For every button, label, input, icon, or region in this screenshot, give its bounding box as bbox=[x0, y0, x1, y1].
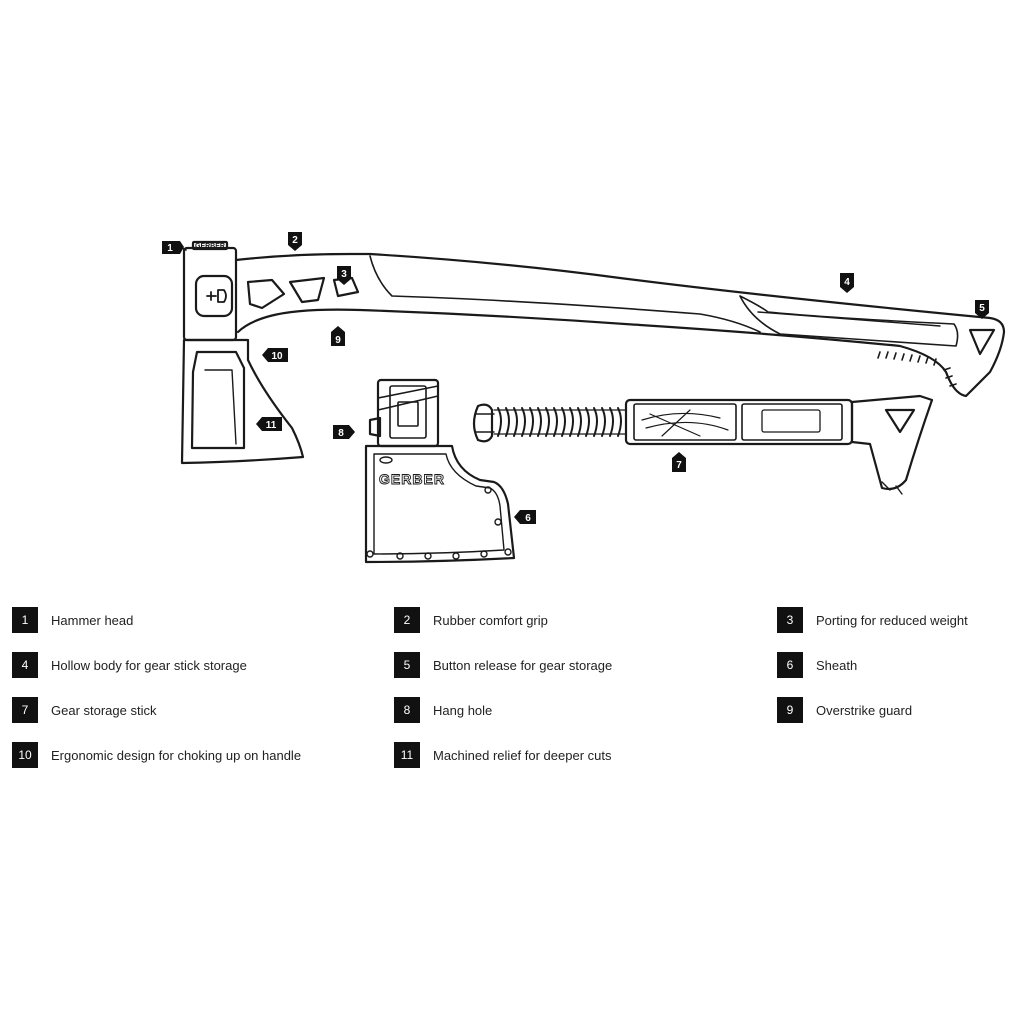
svg-text:8: 8 bbox=[338, 428, 344, 439]
svg-text:2: 2 bbox=[292, 235, 298, 246]
legend-number: 11 bbox=[394, 742, 420, 768]
legend-label: Hang hole bbox=[433, 702, 493, 718]
rubber-grip bbox=[739, 295, 959, 347]
legend-number: 5 bbox=[394, 652, 420, 678]
svg-text:6: 6 bbox=[525, 513, 531, 524]
svg-text:5: 5 bbox=[979, 303, 985, 314]
legend-number: 6 bbox=[777, 652, 803, 678]
callout-2: 2 bbox=[288, 232, 302, 251]
legend-number: 9 bbox=[777, 697, 803, 723]
porting-2 bbox=[288, 276, 326, 304]
porting-1 bbox=[246, 278, 286, 310]
legend-label: Sheath bbox=[816, 657, 858, 673]
gerber-logo-icon bbox=[206, 289, 227, 303]
legend-label: Button release for gear storage bbox=[433, 657, 613, 673]
stick-button-icon bbox=[884, 408, 916, 434]
axe-handle bbox=[234, 252, 1006, 398]
svg-text:10: 10 bbox=[271, 351, 283, 362]
callout-9: 9 bbox=[331, 326, 345, 346]
callout-10: 10 bbox=[262, 348, 288, 362]
legend-number: 2 bbox=[394, 607, 420, 633]
callout-5: 5 bbox=[975, 300, 989, 319]
sheath-brand-text: GERBER bbox=[379, 471, 445, 487]
stick-cap bbox=[472, 403, 494, 443]
machined-relief bbox=[190, 350, 246, 450]
callout-7: 7 bbox=[672, 452, 686, 472]
legend-number: 3 bbox=[777, 607, 803, 633]
gear-storage-stick bbox=[472, 394, 934, 495]
legend-label: Hollow body for gear stick storage bbox=[51, 657, 247, 673]
head-brand-text: GERBER bbox=[195, 243, 225, 250]
sheath bbox=[364, 378, 516, 564]
legend-item-4: 4 Hollow body for gear stick storage bbox=[12, 652, 247, 678]
legend-item-1: 1 Hammer head bbox=[12, 607, 133, 633]
legend-item-3: 3 Porting for reduced weight bbox=[777, 607, 968, 633]
axe-blade bbox=[180, 338, 305, 465]
callout-3: 3 bbox=[337, 266, 351, 285]
legend-label: Ergonomic design for choking up on handl… bbox=[51, 747, 302, 763]
legend-label: Machined relief for deeper cuts bbox=[433, 747, 612, 763]
callout-6: 6 bbox=[514, 510, 536, 524]
legend-label: Hammer head bbox=[51, 612, 134, 628]
callout-8: 8 bbox=[333, 425, 355, 439]
legend-label: Gear storage stick bbox=[51, 702, 157, 718]
legend-number: 10 bbox=[12, 742, 38, 768]
svg-text:4: 4 bbox=[844, 277, 850, 288]
stick-tail bbox=[850, 394, 934, 491]
hammer-head-cap bbox=[191, 240, 229, 251]
legend-number: 1 bbox=[12, 607, 38, 633]
callout-11: 11 bbox=[256, 417, 282, 431]
legend-number: 7 bbox=[12, 697, 38, 723]
sheath-strap bbox=[377, 385, 439, 411]
legend-item-8: 8 Hang hole bbox=[394, 697, 492, 723]
legend-number: 4 bbox=[12, 652, 38, 678]
svg-text:7: 7 bbox=[676, 460, 682, 471]
svg-text:9: 9 bbox=[335, 335, 341, 346]
legend-item-5: 5 Button release for gear storage bbox=[394, 652, 612, 678]
legend-item-2: 2 Rubber comfort grip bbox=[394, 607, 548, 633]
legend-item-11: 11 Machined relief for deeper cuts bbox=[394, 742, 611, 768]
grip-ridges bbox=[877, 351, 957, 387]
button-release bbox=[968, 328, 996, 356]
sheath-body bbox=[364, 444, 516, 564]
legend-item-6: 6 Sheath bbox=[777, 652, 857, 678]
callout-4: 4 bbox=[840, 273, 854, 293]
legend-item-9: 9 Overstrike guard bbox=[777, 697, 912, 723]
legend-item-10: 10 Ergonomic design for choking up on ha… bbox=[12, 742, 301, 768]
axe bbox=[180, 240, 1006, 465]
callout-tags: 1 2 3 4 5 6 7 bbox=[162, 232, 989, 524]
svg-text:11: 11 bbox=[266, 420, 277, 431]
axe-diagram: GERBER GERBER 1 2 3 4 5 6 bbox=[162, 232, 1006, 564]
legend-number: 8 bbox=[394, 697, 420, 723]
callout-1: 1 bbox=[162, 241, 184, 254]
svg-text:1: 1 bbox=[167, 243, 173, 254]
legend-label: Rubber comfort grip bbox=[433, 612, 548, 628]
legend-label: Overstrike guard bbox=[816, 702, 913, 718]
legend-label: Porting for reduced weight bbox=[816, 612, 968, 628]
legend-item-7: 7 Gear storage stick bbox=[12, 697, 157, 723]
tool-compartment bbox=[741, 403, 843, 441]
svg-text:3: 3 bbox=[341, 269, 347, 280]
firestarter-compartment bbox=[633, 403, 737, 441]
hang-hole bbox=[368, 416, 382, 438]
